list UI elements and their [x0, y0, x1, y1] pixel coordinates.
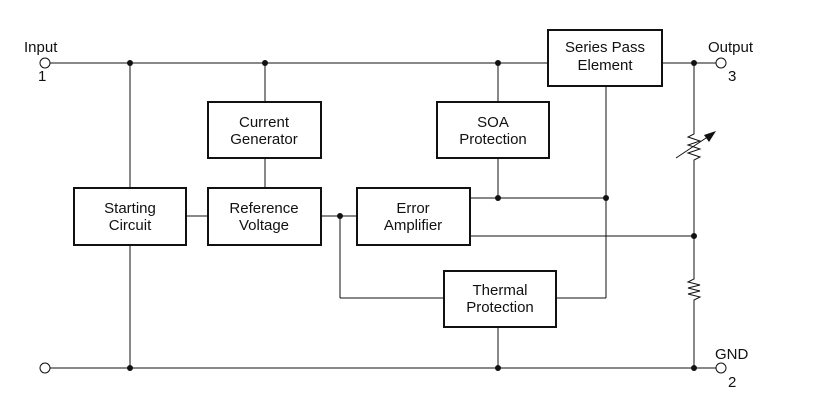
wires: [50, 62, 716, 369]
junction-dot: [127, 60, 133, 66]
junction-dot: [337, 213, 343, 219]
junction-dot: [495, 195, 501, 201]
junction-dot: [691, 365, 697, 371]
block-label-line2: Voltage: [239, 217, 289, 234]
reference-voltage-block: Reference Voltage: [207, 187, 322, 246]
junction-dot: [691, 60, 697, 66]
block-label-line1: Starting: [104, 200, 156, 217]
input-terminal: [39, 57, 51, 69]
junction-dot: [495, 60, 501, 66]
block-label-line1: Series Pass: [565, 39, 645, 56]
error-amplifier-block: Error Amplifier: [356, 187, 471, 246]
junction-dot: [127, 365, 133, 371]
input-pin-number: 1: [38, 68, 46, 85]
block-label-line1: Reference: [229, 200, 298, 217]
block-label-line1: Error: [396, 200, 429, 217]
output-label: Output: [708, 39, 754, 56]
junction-dot: [495, 365, 501, 371]
gnd-right-terminal: [715, 362, 727, 374]
block-label-line1: Thermal: [472, 282, 527, 299]
variable-resistor: [675, 130, 716, 162]
block-label-line2: Element: [577, 57, 633, 74]
gnd-pin-number: 2: [728, 374, 736, 391]
gnd-left-terminal: [39, 362, 51, 374]
output-terminal: [715, 57, 727, 69]
block-label-line2: Protection: [466, 299, 534, 316]
starting-circuit-block: Starting Circuit: [73, 187, 187, 246]
series-pass-element-block: Series Pass Element: [547, 29, 663, 87]
thermal-protection-block: Thermal Protection: [443, 270, 557, 328]
gnd-label: GND: [715, 346, 749, 363]
output-pin-number: 3: [728, 68, 736, 85]
junctions: [127, 60, 697, 371]
block-label-line1: SOA: [477, 114, 509, 131]
input-label: Input: [24, 39, 58, 56]
block-label-line2: Protection: [459, 131, 527, 148]
soa-protection-block: SOA Protection: [436, 101, 550, 159]
block-label-line2: Amplifier: [384, 217, 442, 234]
current-generator-block: Current Generator: [207, 101, 322, 159]
fixed-resistor: [686, 276, 702, 302]
junction-dot: [603, 195, 609, 201]
block-label-line1: Current: [239, 114, 290, 131]
junction-dot: [262, 60, 268, 66]
block-label-line2: Generator: [230, 131, 298, 148]
block-label-line2: Circuit: [109, 217, 152, 234]
junction-dot: [691, 233, 697, 239]
